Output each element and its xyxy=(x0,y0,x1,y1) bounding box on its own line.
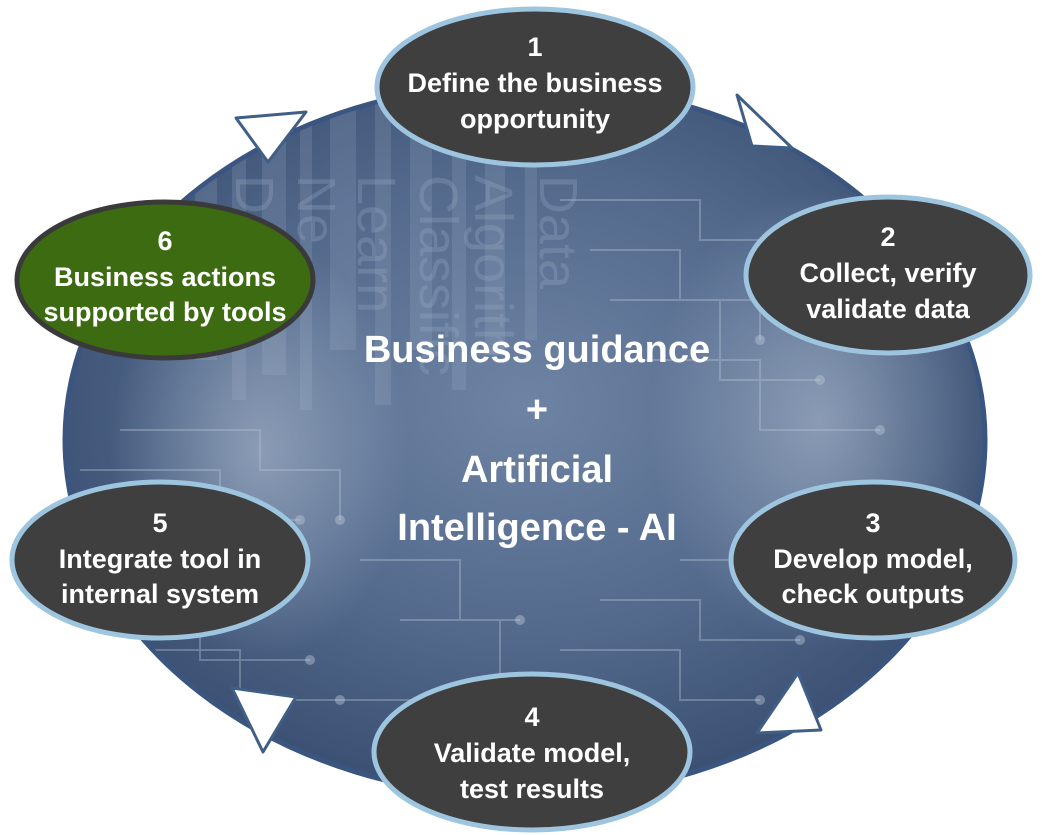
center-line-4: Intelligence - AI xyxy=(397,507,676,549)
step-4-ellipse xyxy=(371,671,693,833)
step-5-ellipse xyxy=(9,479,311,641)
arrow-icon xyxy=(234,110,308,164)
center-line-1: Business guidance xyxy=(364,329,710,371)
step-6-ellipse xyxy=(14,199,316,361)
step-6-node: 6 Business actions supported by tools xyxy=(14,199,316,361)
step-5-line-1: Integrate tool in xyxy=(59,544,262,574)
step-2-ellipse xyxy=(743,194,1033,356)
step-6-number: 6 xyxy=(157,226,172,256)
step-3-node: 3 Develop model, check outputs xyxy=(728,479,1018,641)
arrow-icon xyxy=(735,93,794,150)
step-2-line-2: validate data xyxy=(806,294,971,324)
step-4-line-2: test results xyxy=(460,774,604,804)
background-word: Classific xyxy=(408,175,468,376)
step-3-number: 3 xyxy=(865,508,880,538)
center-title: Business guidance + Artificial Intellige… xyxy=(364,329,710,549)
step-1-ellipse xyxy=(374,6,696,168)
flow-arrows xyxy=(230,93,823,754)
step-3-line-2: check outputs xyxy=(781,579,964,609)
step-4-number: 4 xyxy=(524,702,539,732)
step-1-number: 1 xyxy=(527,32,542,62)
step-6-line-2: supported by tools xyxy=(44,297,287,327)
step-1-line-2: opportunity xyxy=(460,104,610,134)
background-word: Algorith xyxy=(463,175,523,358)
step-3-line-1: Develop model, xyxy=(773,544,973,574)
background-word: Learn xyxy=(346,175,406,313)
step-3-ellipse xyxy=(728,479,1018,641)
step-5-line-2: internal system xyxy=(61,579,259,609)
center-plus: + xyxy=(526,389,548,431)
arrow-icon xyxy=(230,686,298,754)
step-1-node: 1 Define the business opportunity xyxy=(374,6,696,168)
background-word: Data xyxy=(528,175,588,290)
step-2-line-1: Collect, verify xyxy=(799,258,976,288)
step-4-node: 4 Validate model, test results xyxy=(371,671,693,833)
step-5-node: 5 Integrate tool in internal system xyxy=(9,479,311,641)
step-5-number: 5 xyxy=(152,508,167,538)
arrow-icon xyxy=(755,671,823,735)
step-1-line-1: Define the business xyxy=(407,68,662,98)
step-2-node: 2 Collect, verify validate data xyxy=(743,194,1033,356)
step-2-number: 2 xyxy=(880,222,895,252)
background-word: Ne xyxy=(286,175,346,244)
center-line-3: Artificial xyxy=(461,449,613,491)
step-4-line-1: Validate model, xyxy=(434,738,631,768)
step-6-line-1: Business actions xyxy=(54,262,276,292)
